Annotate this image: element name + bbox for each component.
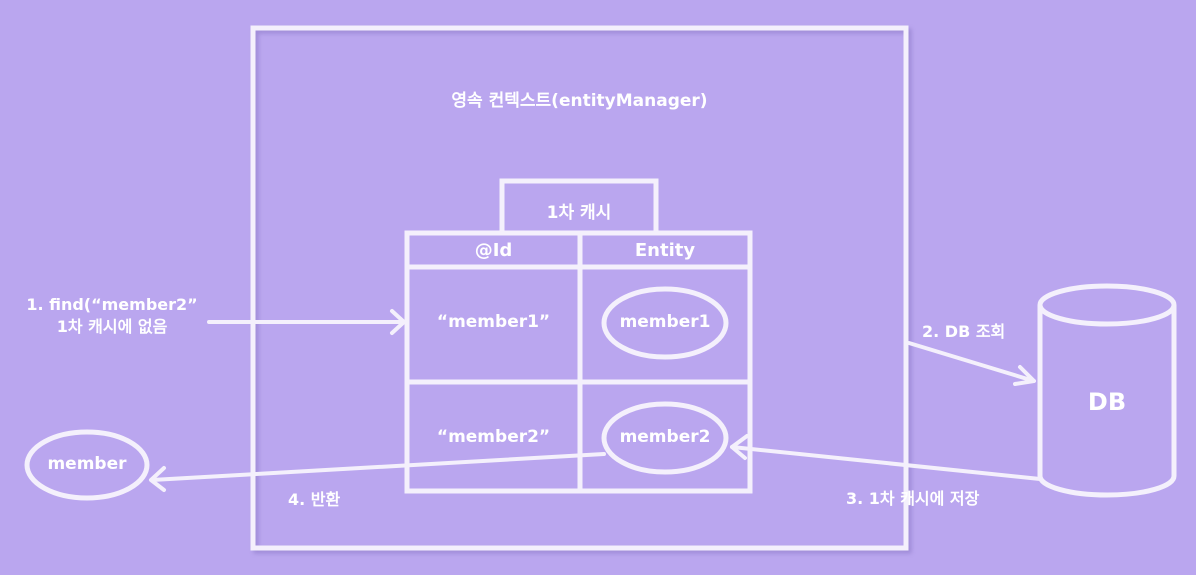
step-db-query-label: 2. DB 조회: [922, 322, 1006, 341]
step-save-cache-label: 3. 1차 캐시에 저장: [846, 489, 980, 508]
step-return-label: 4. 반환: [288, 490, 341, 509]
row1-entity: member1: [619, 312, 711, 332]
row1-id: “member1”: [436, 312, 551, 332]
cache-title: 1차 캐시: [546, 203, 612, 223]
return-arrow: [149, 452, 606, 492]
db-label: DB: [1087, 388, 1127, 416]
context-title: 영속 컨텍스트(entityManager): [451, 91, 708, 111]
step-find-line2: 1차 캐시에 없음: [56, 317, 168, 336]
step-find-line1: 1. find(“member2”: [26, 295, 198, 314]
db-cylinder-top: [1037, 283, 1177, 327]
entity-oval-member2: [601, 401, 729, 475]
result-label: member: [47, 454, 127, 474]
row2-entity: member2: [619, 427, 711, 447]
column-header-entity: Entity: [634, 240, 696, 261]
db-cylinder-body: [1037, 305, 1177, 498]
db-query-arrow: [907, 341, 1036, 386]
result-oval: [24, 429, 150, 501]
column-header-id: @Id: [474, 240, 513, 261]
save-cache-arrow: [730, 434, 1042, 481]
context-box: [250, 25, 909, 551]
step-find-label: 1. find(“member2” 1차 캐시에 없음: [2, 294, 222, 338]
find-arrow: [207, 309, 406, 335]
row2-id: “member2”: [436, 427, 551, 447]
entity-oval-member1: [601, 286, 729, 360]
